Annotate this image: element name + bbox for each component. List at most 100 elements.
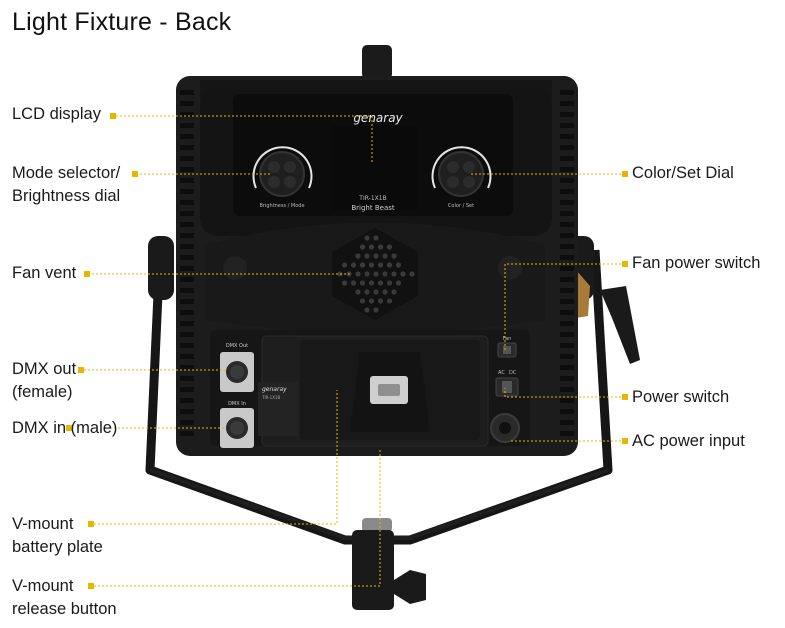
cooling-fin	[180, 409, 194, 414]
label-lcd-display: LCD display	[12, 105, 101, 123]
vent-hole	[373, 235, 379, 241]
vent-hole	[395, 280, 402, 286]
vent-hole	[368, 298, 375, 304]
label-color-dial: Color/Set Dial	[632, 164, 734, 182]
cooling-fin	[180, 156, 194, 161]
fan-power-switch[interactable]: Fan	[497, 336, 517, 358]
vent-hole	[368, 262, 375, 268]
vent-hole	[373, 253, 379, 259]
brand-logo: genaray	[353, 111, 403, 125]
cooling-fin	[560, 134, 574, 139]
cooling-fin	[180, 189, 194, 194]
vent-hole	[400, 271, 406, 277]
plate-model: TIR-1X1B	[261, 395, 281, 400]
top-handle	[362, 45, 392, 79]
cooling-fin	[560, 310, 574, 315]
cooling-fin	[560, 332, 574, 337]
fixture-body: genaray TIR-1X1B Bright Beast Brightness…	[176, 76, 578, 456]
cooling-fin	[560, 244, 574, 249]
label-dmx-out: DMX out (female)	[12, 360, 77, 401]
cooling-fin	[560, 354, 574, 359]
cooling-fin	[180, 299, 194, 304]
vent-hole	[355, 271, 361, 277]
cooling-fin	[560, 277, 574, 282]
mode-brightness-dial[interactable]: Brightness / Mode	[252, 146, 313, 209]
cooling-fin	[180, 167, 194, 172]
cooling-fin	[180, 310, 194, 315]
vent-hole	[391, 253, 397, 259]
vent-hole	[377, 280, 384, 286]
cooling-fin	[560, 365, 574, 370]
ac-power-input[interactable]	[490, 413, 520, 443]
cooling-fin	[560, 299, 574, 304]
ac-caption: AC	[498, 370, 505, 376]
callout-markers	[66, 113, 628, 589]
cooling-fin	[560, 387, 574, 392]
cooling-fin	[180, 387, 194, 392]
vmount-release-knob[interactable]	[394, 570, 426, 604]
cooling-fin	[180, 365, 194, 370]
vent-hole	[373, 307, 379, 313]
vent-hole	[368, 244, 375, 250]
power-switch[interactable]: AC DC	[495, 370, 519, 397]
dc-caption: DC	[509, 370, 517, 376]
vent-hole	[377, 298, 384, 304]
plate-brand: genaray	[262, 386, 287, 393]
fan-switch-caption: Fan	[503, 336, 512, 342]
cooling-fin	[180, 398, 194, 403]
cooling-fin	[560, 123, 574, 128]
vent-hole	[386, 262, 393, 268]
cooling-fin	[180, 332, 194, 337]
vent-hole	[368, 280, 375, 286]
left-dial-caption: Brightness / Mode	[259, 203, 304, 209]
label-mode-selector: Mode selector/ Brightness dial	[12, 164, 121, 205]
cooling-fin	[180, 123, 194, 128]
vent-hole	[341, 262, 348, 268]
cooling-fin	[180, 101, 194, 106]
vent-holes	[337, 235, 415, 313]
cooling-fin	[560, 178, 574, 183]
dmx-in-caption: DMX In	[228, 401, 246, 407]
mount-spigot	[352, 518, 426, 610]
cooling-fin	[560, 211, 574, 216]
vent-hole	[391, 271, 397, 277]
cooling-fin	[560, 343, 574, 348]
cooling-fin	[180, 277, 194, 282]
cooling-fin	[560, 167, 574, 172]
cooling-fin	[180, 200, 194, 205]
vent-hole	[395, 262, 402, 268]
left-yoke-knob	[148, 236, 174, 300]
cooling-fin	[180, 255, 194, 260]
cooling-fin	[560, 90, 574, 95]
cooling-fin	[180, 178, 194, 183]
cooling-fin	[180, 112, 194, 117]
vent-hole	[377, 244, 384, 250]
cooling-fin	[180, 90, 194, 95]
tilt-lock-handle	[600, 286, 640, 364]
cooling-fin	[180, 288, 194, 293]
cooling-fin	[560, 222, 574, 227]
cooling-fin	[560, 409, 574, 414]
cooling-fin	[560, 376, 574, 381]
page-title: Light Fixture - Back	[12, 8, 232, 36]
cooling-fin	[180, 134, 194, 139]
vent-hole	[364, 271, 370, 277]
dmx-in-connector[interactable]: DMX In	[220, 401, 254, 448]
cooling-fin	[560, 321, 574, 326]
vent-hole	[364, 289, 370, 295]
cooling-fin	[180, 233, 194, 238]
label-vmount-battery-plate: V-mount battery plate	[12, 515, 103, 556]
color-set-dial[interactable]: Color / Set	[431, 146, 492, 209]
cooling-fin	[180, 321, 194, 326]
cooling-fin	[560, 189, 574, 194]
cooling-fin	[180, 343, 194, 348]
label-vmount-release: V-mount release button	[12, 577, 117, 618]
vent-hole	[355, 289, 361, 295]
dmx-out-connector[interactable]: DMX Out	[220, 343, 254, 392]
cooling-fin	[560, 255, 574, 260]
label-fan-power-switch: Fan power switch	[632, 254, 761, 272]
vent-hole	[359, 244, 366, 250]
vent-hole	[364, 235, 370, 241]
cooling-fin	[560, 266, 574, 271]
vent-hole	[382, 271, 388, 277]
